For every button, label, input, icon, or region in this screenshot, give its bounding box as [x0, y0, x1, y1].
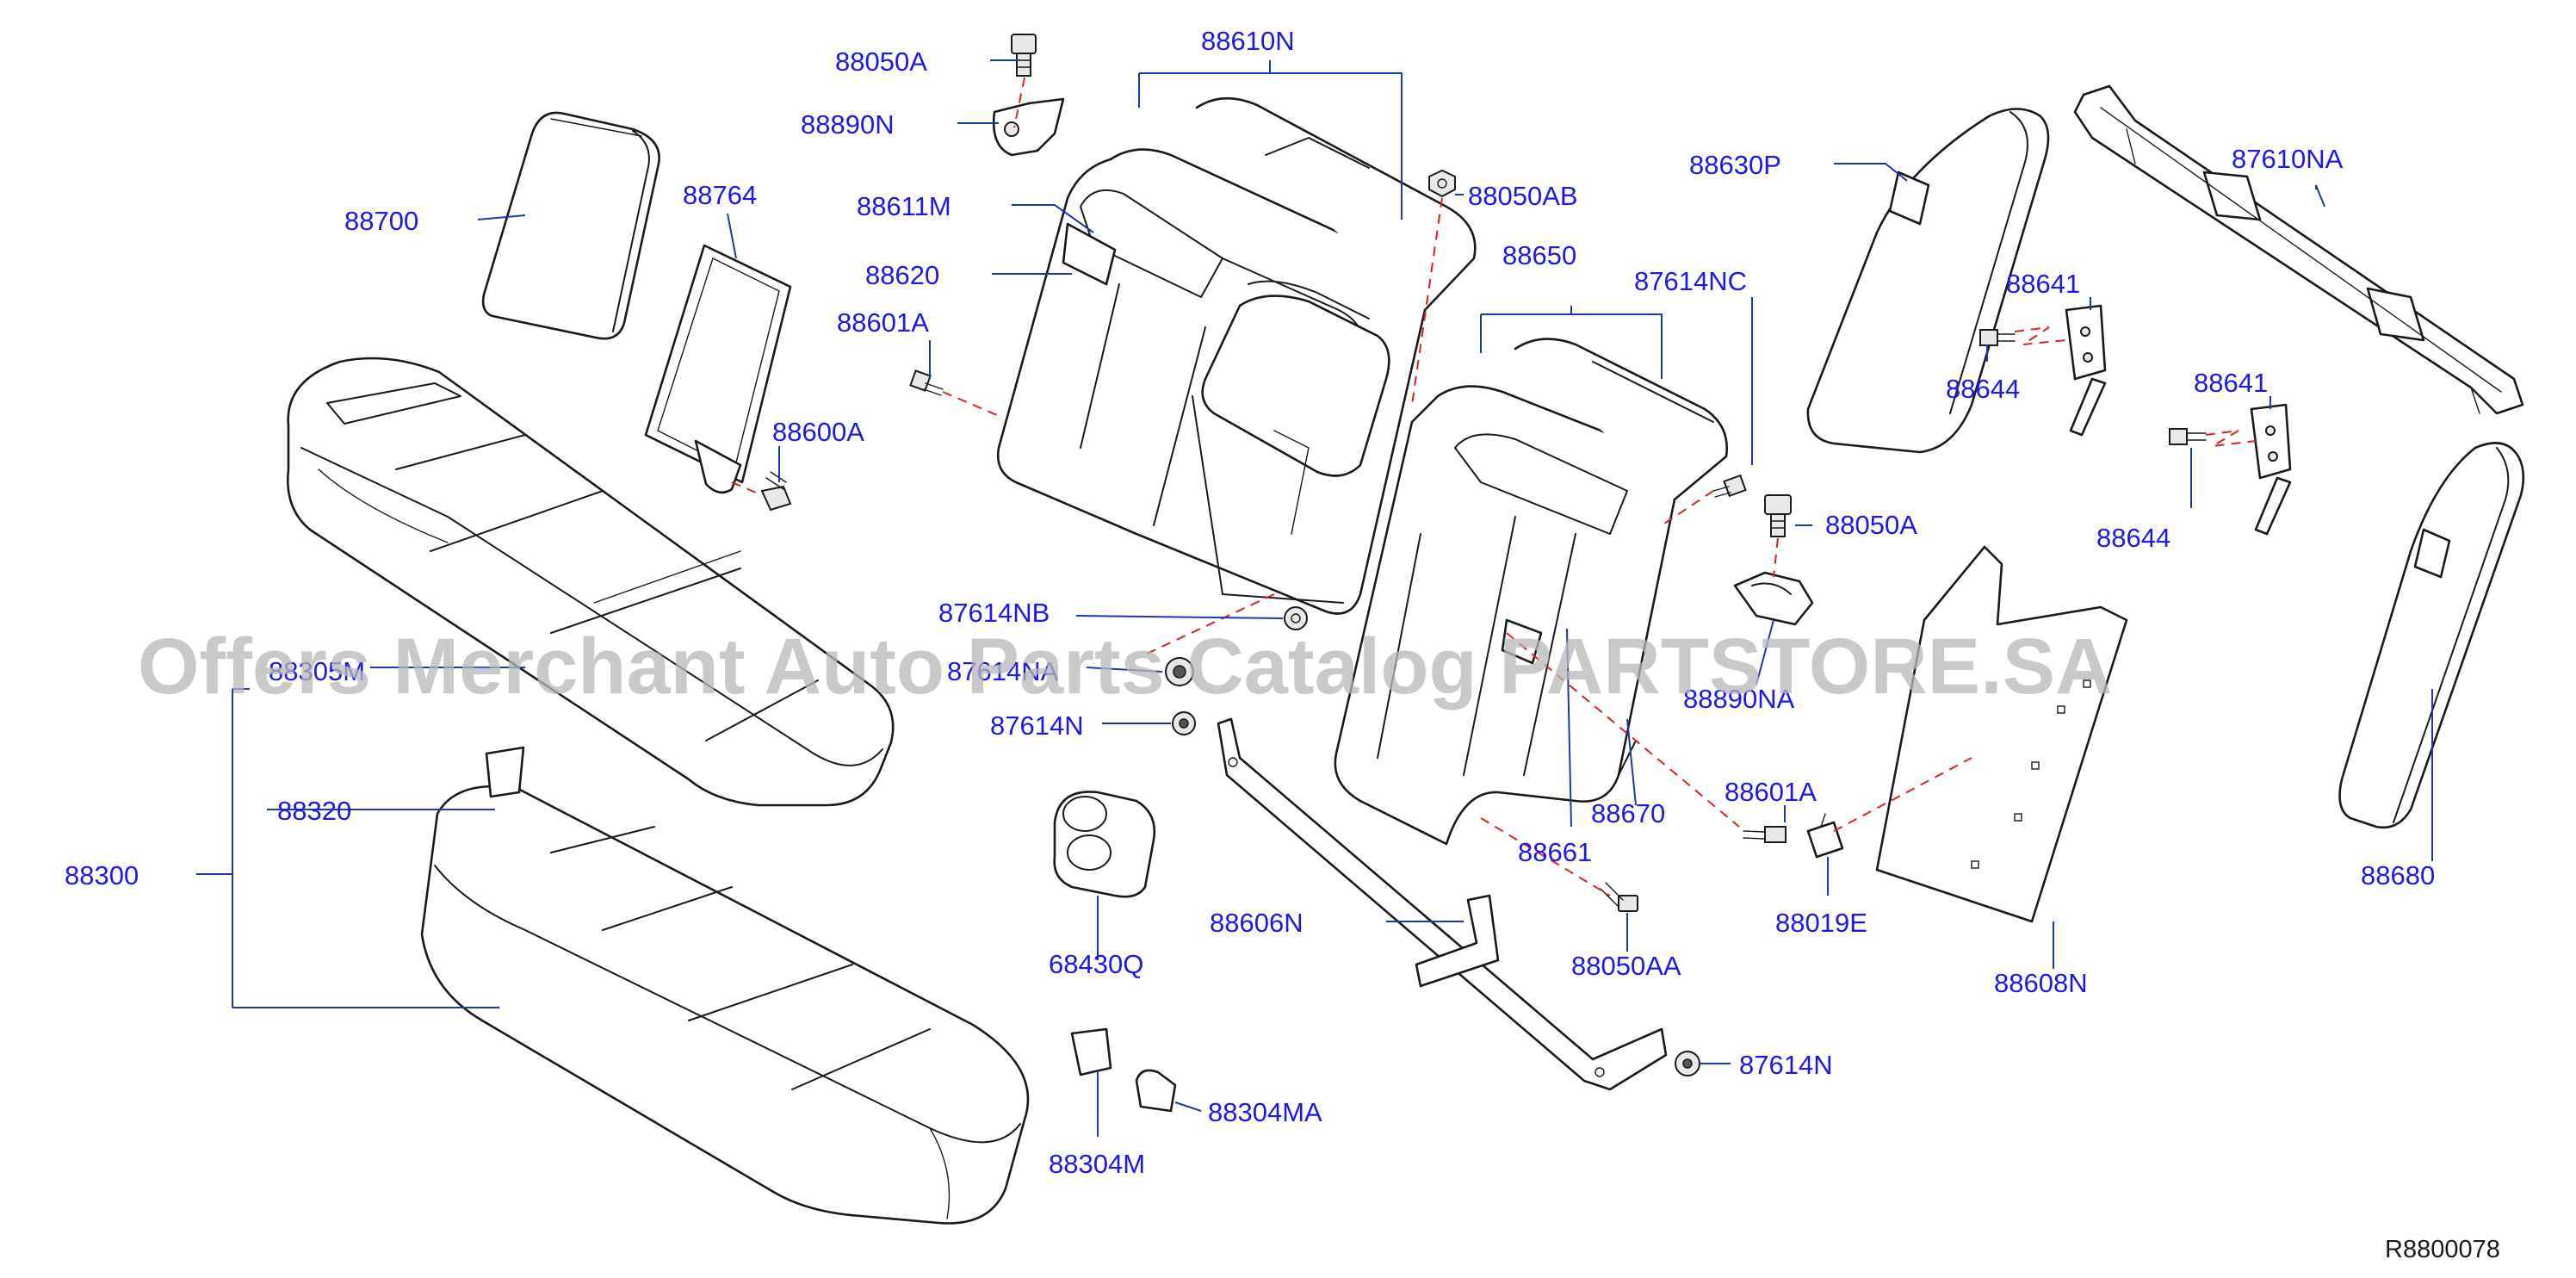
- cover-88304M: [1070, 1027, 1112, 1076]
- bolt-88644-lower: [2169, 428, 2207, 445]
- callout-88890N: 88890N: [801, 109, 895, 140]
- bolt-88601A-left: [909, 369, 944, 396]
- bracket-88641-upper: [2065, 304, 2107, 437]
- callout-88601A-left: 88601A: [837, 307, 929, 338]
- seat-cushion-88300: [420, 746, 1030, 1225]
- callout-88050A-top: 88050A: [835, 47, 927, 77]
- callout-88641-lower: 88641: [2194, 368, 2268, 398]
- callout-88680: 88680: [2361, 860, 2435, 890]
- side-bolster-88680: [2338, 442, 2525, 829]
- cover-88304MA: [1135, 1069, 1177, 1113]
- callout-88050AB: 88050AB: [1468, 181, 1578, 211]
- callout-88019E: 88019E: [1775, 908, 1867, 938]
- clip-88019E: [1806, 813, 1844, 859]
- grommet-87614N-bottom: [1675, 1051, 1700, 1076]
- callout-87614NC: 87614NC: [1634, 266, 1747, 296]
- callout-87614NB: 87614NB: [938, 598, 1050, 628]
- reference-code: R8800078: [2385, 1236, 2500, 1263]
- callout-88305M: 88305M: [269, 656, 365, 686]
- callout-88641-upper: 88641: [2006, 269, 2080, 299]
- grommet-87614N-mid: [1172, 711, 1196, 735]
- callout-88700: 88700: [344, 206, 418, 236]
- bolt-87614NC: [1712, 474, 1747, 498]
- bolt-88050A-right: [1764, 494, 1792, 537]
- callout-88050A-right: 88050A: [1825, 510, 1917, 540]
- callout-88661: 88661: [1518, 837, 1592, 867]
- callout-labels: 88050A 88890N 88610N 88700 88764 88611M …: [65, 26, 2435, 1179]
- nut-88050AB: [1428, 169, 1456, 198]
- callout-88620: 88620: [865, 260, 939, 290]
- bolt-88050A-top: [1011, 34, 1037, 77]
- callout-88304MA: 88304MA: [1208, 1097, 1322, 1127]
- hinge-88890NA: [1733, 571, 1814, 626]
- callout-88320: 88320: [277, 796, 351, 826]
- callout-88670: 88670: [1591, 798, 1665, 828]
- grommet-87614NB: [1284, 606, 1308, 630]
- callout-88600A: 88600A: [772, 417, 864, 447]
- callout-88764: 88764: [683, 180, 757, 210]
- callout-88630P: 88630P: [1689, 150, 1781, 180]
- seat-back-88610N: [996, 96, 1477, 615]
- callout-88608N: 88608N: [1994, 968, 2088, 998]
- callout-88610N: 88610N: [1201, 26, 1295, 56]
- callout-88644-lower: 88644: [2096, 523, 2170, 553]
- assembly-dashed-lines: [731, 77, 2257, 896]
- armrest-88700: [481, 111, 660, 340]
- bracket-88641-lower: [2250, 403, 2292, 536]
- callout-88611M: 88611M: [857, 191, 951, 221]
- buckle-68430Q: [1053, 791, 1156, 898]
- leader-lines: [196, 59, 2433, 1137]
- callout-87614N-mid: 87614N: [990, 710, 1084, 741]
- bolt-88600A: [760, 471, 792, 512]
- callout-87614NA: 87614NA: [947, 656, 1059, 686]
- frame-bar-88606N: [1217, 717, 1668, 1091]
- callout-88650: 88650: [1502, 240, 1576, 270]
- side-bolster-88630P: [1806, 108, 2050, 454]
- callout-88890NA: 88890NA: [1683, 684, 1795, 714]
- cross-bar-87610NA: [2073, 84, 2524, 415]
- grommet-87614NA: [1165, 657, 1194, 686]
- callout-88050AA: 88050AA: [1571, 951, 1681, 981]
- seat-back-88650: [1334, 338, 1728, 846]
- bolt-88644-upper: [1979, 329, 2016, 346]
- hinge-88890N: [992, 97, 1065, 157]
- callout-88304M: 88304M: [1049, 1149, 1145, 1179]
- bolt-88601A-right: [1743, 826, 1786, 843]
- callout-88644-upper: 88644: [1946, 374, 2020, 404]
- watermark-text: Offers Merchant Auto Parts Catalog PARTS…: [138, 623, 2113, 710]
- callout-68430Q: 68430Q: [1049, 949, 1143, 979]
- seat-cushion-trim-88305M: [287, 357, 895, 807]
- bolt-88050AA: [1600, 882, 1638, 912]
- back-panel-88608N: [1875, 545, 2128, 923]
- callout-88606N: 88606N: [1210, 908, 1303, 938]
- callout-87614N-bottom: 87614N: [1739, 1050, 1833, 1080]
- callout-87610NA: 87610NA: [2232, 144, 2344, 174]
- callout-88300: 88300: [65, 860, 139, 890]
- armrest-lid-88764: [644, 244, 792, 494]
- callout-88601A-right: 88601A: [1725, 777, 1817, 807]
